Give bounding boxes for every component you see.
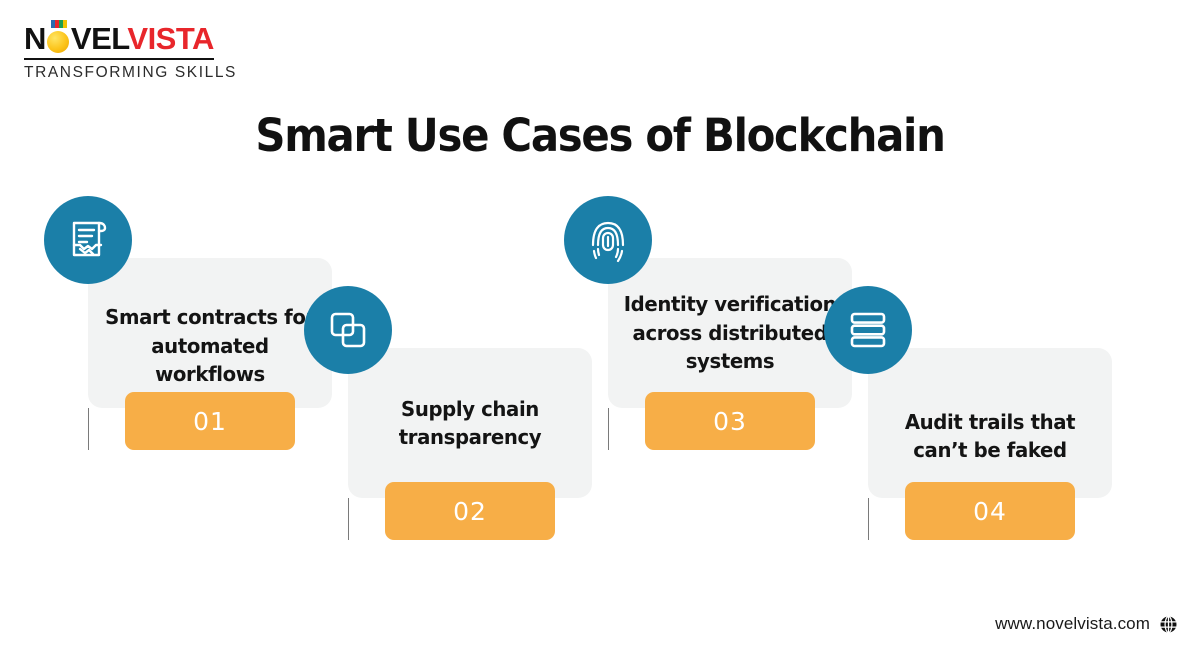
overlapping-squares-icon <box>304 286 392 374</box>
number-badge-label-4: 04 <box>973 496 1007 526</box>
logo-pixel-squares <box>50 20 67 28</box>
connector-line-1 <box>87 408 89 450</box>
number-badge-3: 03 <box>645 392 815 450</box>
stacked-layers-icon <box>824 286 912 374</box>
number-badge-label-3: 03 <box>713 406 747 436</box>
card-body-2: Supply chain transparency <box>348 348 592 498</box>
number-badge-2: 02 <box>385 482 555 540</box>
number-badge-4: 04 <box>905 482 1075 540</box>
page-title: Smart Use Cases of Blockchain <box>255 109 945 162</box>
card-label-1: Smart contracts for automated workflows <box>105 305 315 387</box>
logo-text-part1: N <box>24 21 46 56</box>
logo-wordmark: N VELVISTA <box>24 20 234 56</box>
medal-circle-icon <box>46 20 70 53</box>
logo-divider <box>24 58 214 60</box>
logo-text-part3: VISTA <box>127 21 214 56</box>
logo-text-part2: VEL <box>70 21 128 56</box>
connector-line-3 <box>607 408 609 450</box>
fingerprint-icon <box>564 196 652 284</box>
footer-website-url[interactable]: www.novelvista.com <box>995 614 1150 633</box>
contract-handshake-icon <box>44 196 132 284</box>
number-badge-label-2: 02 <box>453 496 487 526</box>
card-label-4: Audit trails that can’t be faked <box>904 409 1076 463</box>
connector-line-2 <box>347 498 349 540</box>
connector-line-4 <box>867 498 869 540</box>
logo-tagline: TRANSFORMING SKILLS <box>24 64 237 81</box>
brand-logo: N VELVISTA TRANSFORMING SKILLS <box>24 20 237 82</box>
card-label-2: Supply chain transparency <box>398 396 542 450</box>
card-body-4: Audit trails that can’t be faked <box>868 348 1112 498</box>
card-body-1: Smart contracts for automated workflows <box>88 258 332 408</box>
card-body-3: Identity verification across distributed… <box>608 258 852 408</box>
number-badge-label-1: 01 <box>193 406 227 436</box>
card-label-3: Identity verification across distributed… <box>623 292 837 374</box>
footer: www.novelvista.com <box>995 614 1178 634</box>
globe-icon <box>1159 615 1178 634</box>
number-badge-1: 01 <box>125 392 295 450</box>
